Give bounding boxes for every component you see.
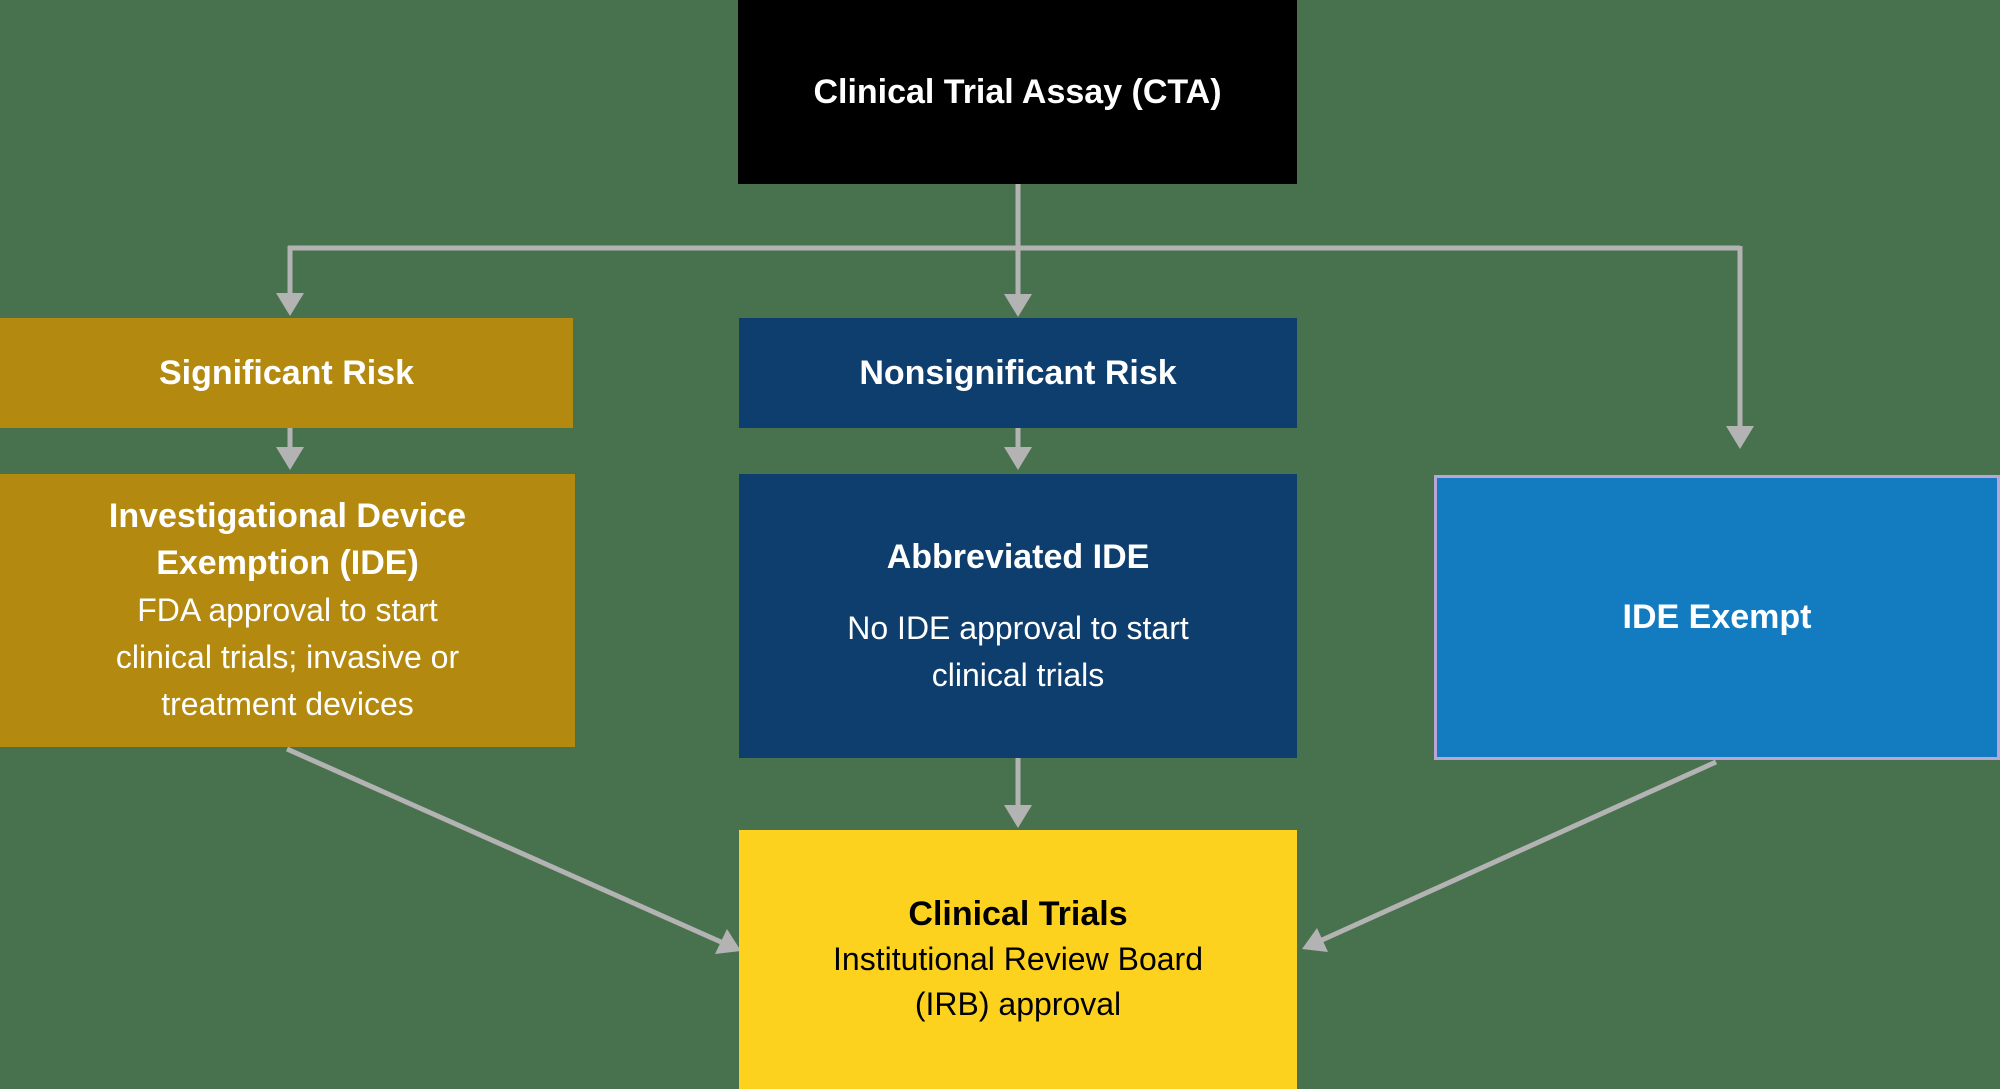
node-nonsignificant-risk: Nonsignificant Risk: [739, 318, 1297, 428]
node-clinical-trial-assay: Clinical Trial Assay (CTA): [738, 0, 1297, 184]
node-investigational-device-exemption: Investigational Device Exemption (IDE) F…: [0, 474, 575, 747]
node-significant-risk: Significant Risk: [0, 318, 573, 428]
node-ide-description: FDA approval to start clinical trials; i…: [115, 592, 460, 722]
node-nonsignificant-risk-label: Nonsignificant Risk: [859, 353, 1177, 392]
node-abbreviated-ide-description: No IDE approval to start clinical trials: [847, 609, 1189, 693]
node-clinical-trials: Clinical Trials Institutional Review Boa…: [739, 830, 1297, 1089]
node-abbreviated-ide-title: Abbreviated IDE: [886, 537, 1150, 576]
node-ide-title: Investigational Device Exemption (IDE): [108, 497, 467, 582]
node-abbreviated-ide: Abbreviated IDE No IDE approval to start…: [739, 474, 1297, 758]
node-ide-exempt: IDE Exempt: [1434, 475, 2000, 760]
node-significant-risk-label: Significant Risk: [158, 353, 415, 392]
node-clinical-trials-description: Institutional Review Board (IRB) approva…: [833, 941, 1203, 1022]
node-clinical-trials-title: Clinical Trials: [908, 895, 1128, 933]
node-ide-exempt-label: IDE Exempt: [1622, 598, 1812, 636]
node-clinical-trial-assay-label: Clinical Trial Assay (CTA): [813, 72, 1222, 111]
